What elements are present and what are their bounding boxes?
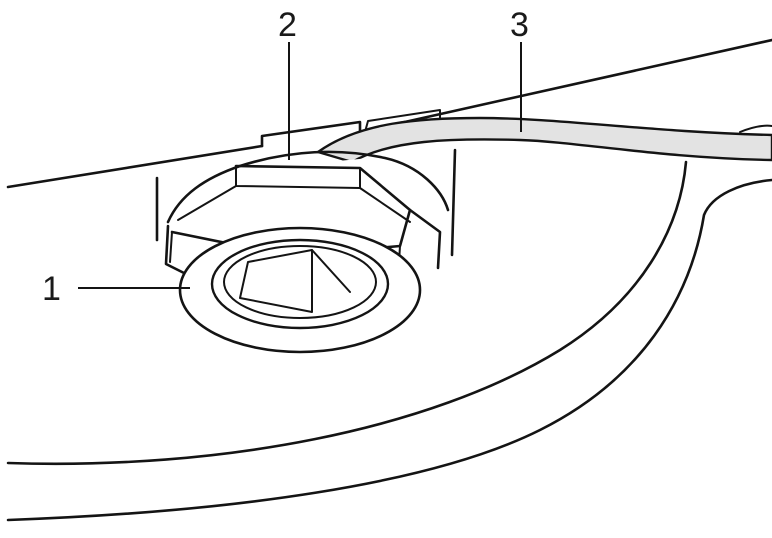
callout-2: 2 xyxy=(278,6,297,44)
panel-edge xyxy=(6,38,772,189)
hose xyxy=(316,116,772,164)
callout-1: 1 xyxy=(42,270,61,308)
callout-3: 3 xyxy=(510,6,529,44)
body-contour xyxy=(6,160,772,522)
fitting xyxy=(178,226,422,354)
leader-lines xyxy=(78,42,522,289)
